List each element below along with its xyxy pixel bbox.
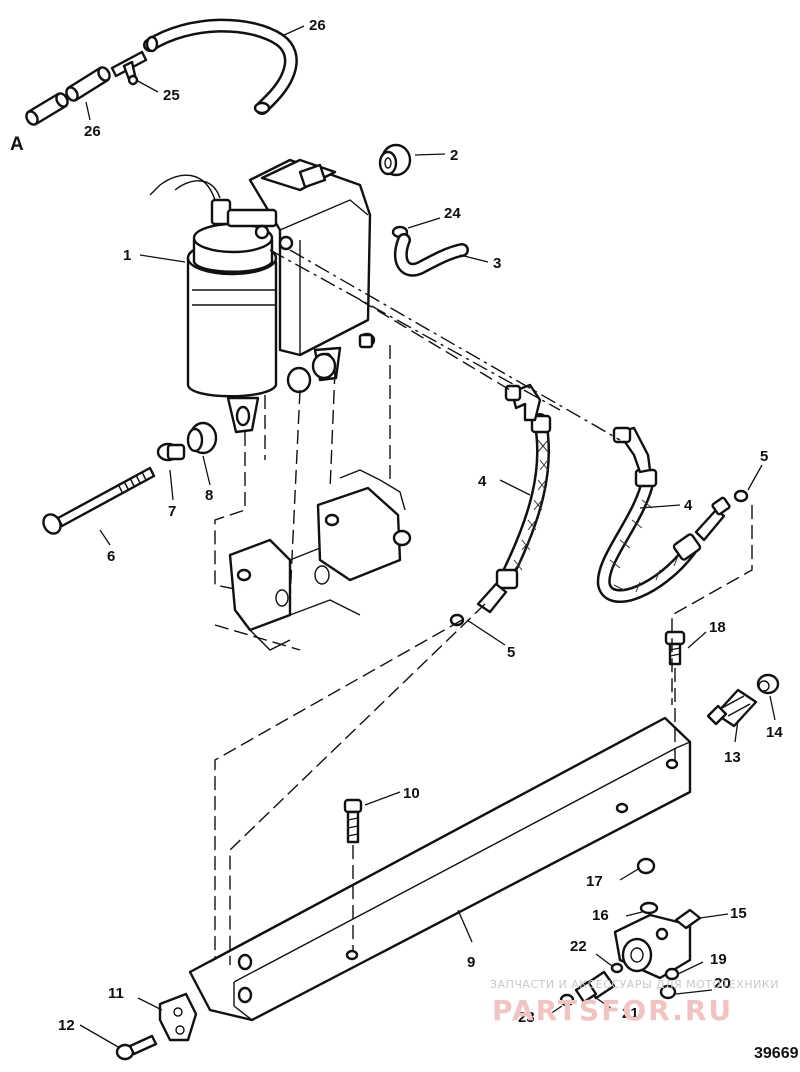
callout-2: 2: [450, 147, 458, 164]
long-vent-hose: [143, 18, 298, 115]
inset-a-vent-hoses: A: [10, 18, 298, 155]
callout-11: 11: [108, 985, 124, 1002]
watermark-tagline: ЗАПЧАСТИ И АКСЕССУАРЫ ДЛЯ МОТОТЕХНИКИ: [490, 978, 779, 991]
connector-21: [574, 970, 616, 1004]
callout-20: 20: [714, 975, 731, 992]
callout-15: 15: [730, 905, 747, 922]
callout-5-lower: 5: [507, 644, 515, 661]
screw-12: [115, 1034, 158, 1061]
callout-22: 22: [570, 938, 587, 955]
bracket-11: [158, 992, 198, 1042]
callout-5-upper: 5: [760, 448, 768, 465]
callout-3: 3: [493, 255, 501, 272]
callout-4-right: 4: [684, 497, 693, 514]
callout-8: 8: [205, 487, 213, 504]
braided-hose-left: [476, 383, 552, 614]
fitting-13: [706, 688, 758, 728]
watermark: ЗАПЧАСТИ И АКСЕССУАРЫ ДЛЯ МОТОТЕХНИКИ PA…: [490, 978, 779, 1027]
braided-hose-right: [596, 426, 731, 603]
cap-14: [756, 673, 780, 695]
callout-9: 9: [467, 954, 475, 971]
figure-number: 39669: [754, 1045, 799, 1062]
callout-14: 14: [766, 724, 783, 741]
o-ring-22: [610, 962, 624, 974]
watermark-logo: PARTSFOR.RU: [492, 994, 733, 1027]
grommet-2: [378, 143, 412, 177]
callout-17: 17: [586, 873, 603, 890]
tee-fitting: [110, 50, 148, 86]
callout-10: 10: [403, 785, 420, 802]
mounting-bracket: [228, 469, 412, 651]
nut-20: [659, 984, 677, 1000]
callout-1: 1: [123, 247, 131, 264]
long-bolt-6: [42, 466, 156, 535]
callout-26-long: 26: [309, 17, 326, 34]
leader-lines: [79, 25, 776, 1049]
callout-18: 18: [709, 619, 726, 636]
short-hose-piece: [25, 92, 69, 126]
sleeve-7: [156, 442, 186, 462]
fuel-rail-9: [188, 716, 692, 1022]
callout-6: 6: [107, 548, 115, 565]
grommet-8: [186, 421, 218, 455]
callout-21: 21: [622, 1005, 639, 1022]
o-ring-5-upper: [733, 489, 749, 503]
regulator-15: [613, 908, 702, 980]
callout-numbers: 1 2 3 4 4 5 5 6 7 8 9 10 11 12 13 14 15 …: [58, 17, 783, 1034]
callout-24: 24: [444, 205, 461, 222]
callout-12: 12: [58, 1017, 75, 1034]
hose-3: [393, 233, 469, 277]
callout-4-left: 4: [478, 473, 487, 490]
bolt-18: [664, 630, 686, 666]
o-ring-5-lower: [449, 613, 465, 627]
callout-19: 19: [710, 951, 727, 968]
o-ring-23: [559, 993, 575, 1007]
callout-16: 16: [592, 907, 609, 924]
vapor-separator-assembly: [149, 158, 372, 434]
cap-17: [636, 857, 656, 875]
callout-13: 13: [724, 749, 741, 766]
inset-label: A: [10, 134, 24, 155]
o-ring-16: [639, 901, 659, 915]
alignment-lines: [214, 249, 753, 965]
grommet-pair: [286, 332, 376, 394]
bolt-10: [343, 798, 363, 844]
callout-7: 7: [168, 503, 176, 520]
short-hose-piece-2: [65, 66, 111, 102]
callout-25: 25: [163, 87, 180, 104]
callout-26-short: 26: [84, 123, 101, 140]
callout-23: 23: [518, 1009, 535, 1026]
